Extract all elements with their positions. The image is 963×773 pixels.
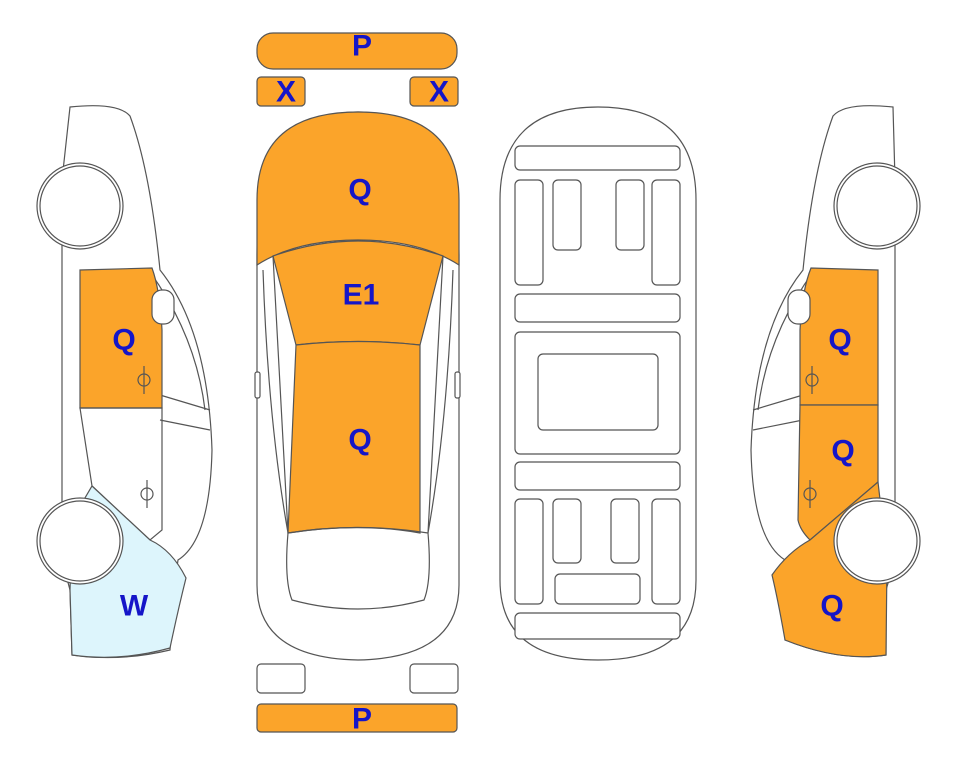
right-mirror — [787, 289, 811, 325]
left-front-door-label: Q — [112, 324, 135, 357]
headlight-right — [409, 76, 459, 107]
headlight-left-label: X — [276, 76, 296, 109]
left-side-view — [36, 105, 213, 659]
taillight-right — [409, 663, 459, 694]
left-rear-window-label: W — [120, 590, 149, 623]
right-front-wheel — [833, 162, 921, 250]
underbody-panel — [651, 179, 681, 286]
right-rear-door-handle — [803, 480, 817, 508]
rear-bumper — [256, 703, 458, 733]
left-rear-wheel — [36, 497, 124, 585]
left-mirror — [151, 289, 175, 325]
underbody-panel — [537, 353, 659, 431]
right-rear-quarter-label: Q — [820, 590, 843, 623]
underbody-panel — [514, 498, 544, 605]
right-front-door-label: Q — [828, 324, 851, 357]
underbody-panel — [552, 498, 582, 564]
left-front-wheel-rim — [39, 165, 121, 247]
right-side-view — [750, 105, 921, 658]
underbody-panel — [514, 145, 681, 171]
headlight-right-label: X — [429, 76, 449, 109]
right-rear-wheel-rim — [836, 500, 918, 582]
underbody-panel — [514, 612, 681, 640]
underbody-panel — [615, 179, 645, 251]
roof-label: Q — [348, 424, 371, 457]
left-windshield-line — [149, 271, 206, 411]
left-rear-door — [79, 407, 163, 541]
underbody-panel — [552, 179, 582, 251]
top-right-pillar-line — [427, 255, 454, 534]
rear-bumper-label: P — [352, 703, 372, 736]
hood-label: Q — [348, 174, 371, 207]
headlight-left — [256, 76, 306, 107]
right-rear-door-label: Q — [831, 435, 854, 468]
left-front-wheel — [36, 162, 124, 250]
right-rear-wheel — [833, 497, 921, 585]
underbody-panel — [554, 573, 641, 605]
top-view — [254, 32, 461, 733]
underbody-panel — [514, 293, 681, 323]
hood — [256, 111, 460, 267]
left-front-door-handle — [137, 366, 151, 394]
taillight-left — [256, 663, 306, 694]
right-front-door-handle — [805, 366, 819, 394]
underbody-panel — [514, 461, 681, 491]
top-left-pillar-line — [262, 255, 289, 534]
top-left-mirror — [254, 371, 261, 399]
rear-window — [286, 526, 430, 610]
top-right-mirror — [454, 371, 461, 399]
underbody-panel — [514, 179, 544, 286]
underbody-panel — [651, 498, 681, 605]
front-bumper — [256, 32, 458, 70]
left-rear-wheel-rim — [39, 500, 121, 582]
windshield-label: E1 — [343, 279, 380, 312]
right-windshield-line — [757, 271, 814, 411]
underbody-view — [499, 106, 697, 661]
underbody-panel — [610, 498, 640, 564]
right-window-line — [752, 394, 804, 431]
left-rear-door-handle — [140, 480, 154, 508]
damage-labels: P X X Q E1 Q P Q W Q Q Q — [112, 30, 854, 736]
front-bumper-label: P — [352, 30, 372, 63]
right-front-wheel-rim — [836, 165, 918, 247]
left-window-line — [159, 394, 211, 431]
